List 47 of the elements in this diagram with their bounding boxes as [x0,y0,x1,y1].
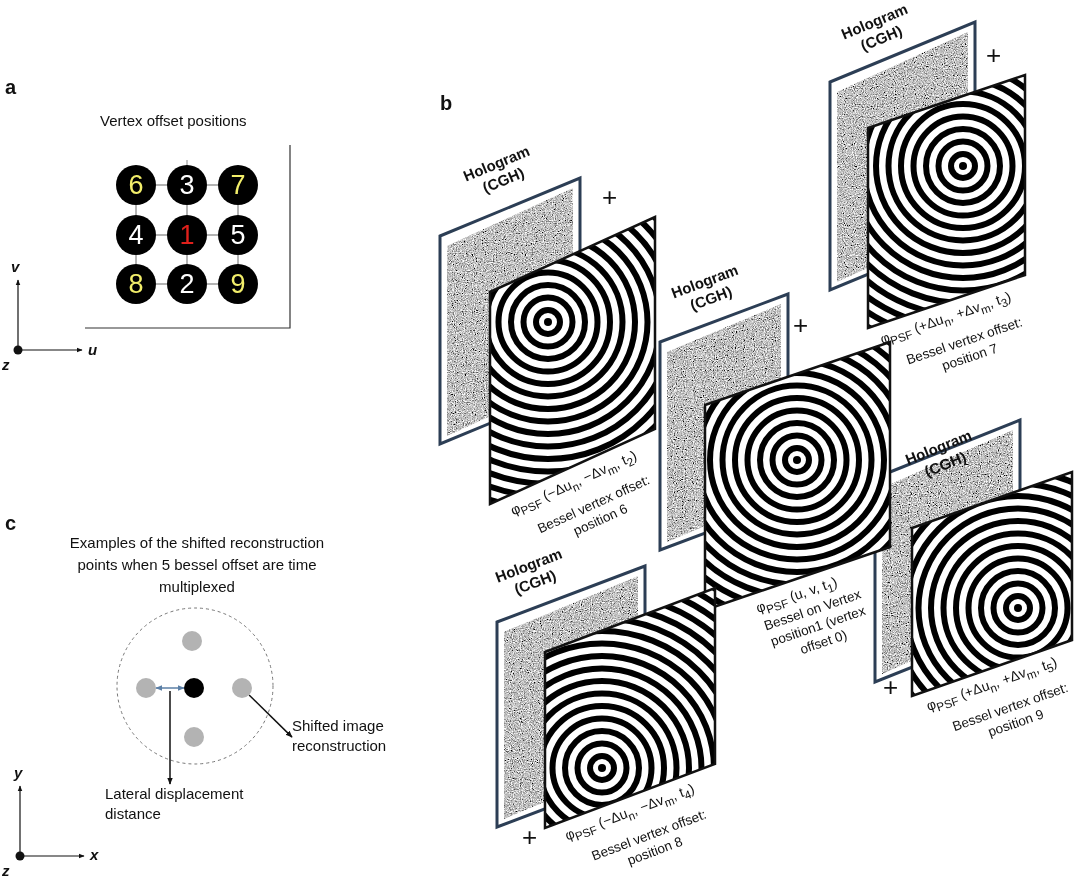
grid-line [155,184,168,186]
axis-label: x [90,846,99,863]
plus-sign: + [986,40,1002,71]
axis-label: z [2,862,10,879]
axis-label: u [88,341,98,358]
reconstruction-dot [184,727,204,747]
axis-label: z [2,356,10,373]
position-circle: 6 [116,165,156,205]
leader-arrow [167,690,173,785]
plus-sign: + [883,672,899,703]
callout-text: Lateral displacement distance [105,784,295,824]
axis-label: v [11,258,20,275]
grid-line [237,204,239,216]
grid-line [206,283,219,285]
grid-line [186,204,188,216]
panel-title: Vertex offset positions [100,112,247,129]
panel-title: Examples of the shifted reconstruction points when 5 bessel offset are time multiplexed [68,533,326,597]
grid-line [237,254,239,265]
position-circle: 9 [218,264,258,304]
plus-sign: + [602,182,618,213]
reconstruction-dot [136,678,156,698]
grid-line [155,234,168,236]
panel-letter: c [5,512,17,535]
plus-sign: + [522,822,538,853]
callout-text: Shifted image reconstruction [292,716,410,756]
position-circle: 1 [167,215,207,255]
position-circle: 5 [218,215,258,255]
grid-line [135,204,137,216]
position-circle: 2 [167,264,207,304]
grid-line [206,184,219,186]
position-circle: 7 [218,165,258,205]
axis-label: y [14,764,23,781]
reconstruction-dot [182,631,202,651]
panel-letter: b [440,92,453,115]
grid-line [206,234,219,236]
panel-letter: a [5,76,17,99]
position-circle: 8 [116,264,156,304]
leader-arrow [248,694,293,738]
reconstruction-dot [232,678,252,698]
position-circle: 4 [116,215,156,255]
dimension-arrow [155,685,185,691]
grid-line [135,254,137,265]
plus-sign: + [793,310,809,341]
grid-line [186,254,188,265]
grid-line [155,283,168,285]
center-dot [184,678,204,698]
position-circle: 3 [167,165,207,205]
